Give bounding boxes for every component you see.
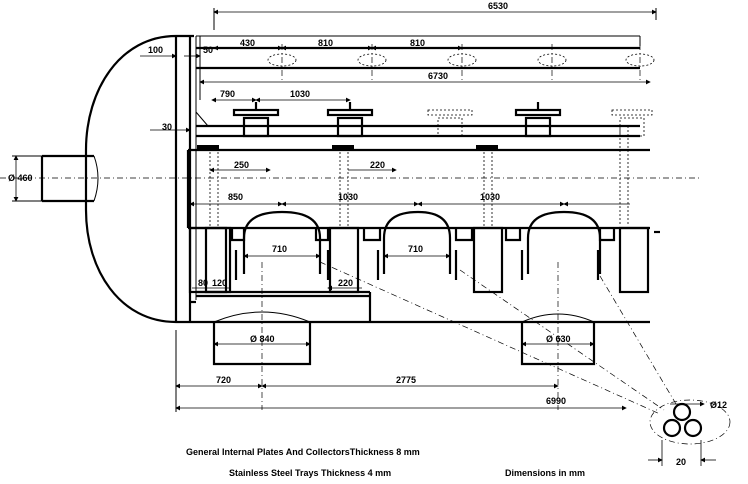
dim-810-b: 810 bbox=[410, 38, 425, 48]
dim-1030-a: 1030 bbox=[338, 192, 358, 202]
tray-dome-3 bbox=[526, 210, 602, 274]
header-pipe bbox=[195, 102, 653, 138]
dim-nozzle-460: Ø 460 bbox=[8, 173, 33, 183]
dim-6530: 6530 bbox=[488, 1, 508, 11]
detail-leaders bbox=[319, 261, 731, 445]
t-fitting-4 bbox=[514, 102, 562, 138]
t-fitting-1 bbox=[232, 102, 280, 138]
dim-nozzle-630: Ø 630 bbox=[546, 334, 571, 344]
dim-220-bottom: 220 bbox=[338, 278, 353, 288]
note-plates: General Internal Plates And CollectorsTh… bbox=[186, 447, 420, 457]
detail-ellipse bbox=[649, 399, 731, 445]
dished-head bbox=[84, 34, 177, 324]
t-fitting-3-dashed bbox=[427, 109, 473, 137]
trays bbox=[188, 210, 660, 322]
dim-50: 50 bbox=[203, 45, 213, 55]
vessel-shell bbox=[84, 34, 641, 324]
dim-80: 80 bbox=[198, 278, 208, 288]
note-units: Dimensions in mm bbox=[505, 468, 585, 478]
tray-dome-2 bbox=[382, 210, 452, 274]
drawing-notes: General Internal Plates And CollectorsTh… bbox=[186, 447, 585, 478]
tube-detail bbox=[648, 401, 716, 466]
dim-6990: 6990 bbox=[546, 396, 566, 406]
note-trays: Stainless Steel Trays Thickness 4 mm bbox=[229, 468, 391, 478]
tube-circle-top bbox=[672, 402, 692, 422]
top-dashed-nozzles bbox=[267, 44, 655, 80]
tray-dome-1 bbox=[242, 210, 322, 274]
dim-430: 430 bbox=[240, 38, 255, 48]
dimension-labels: 6530 100 50 430 810 810 6730 790 1030 30… bbox=[8, 1, 727, 467]
dim-710-a: 710 bbox=[272, 244, 287, 254]
dimension-lines bbox=[12, 8, 657, 412]
dim-6730: 6730 bbox=[428, 71, 448, 81]
shell-bottom bbox=[176, 262, 650, 410]
inlet-nozzle bbox=[40, 154, 99, 203]
dim-720: 720 bbox=[216, 375, 231, 385]
dim-220-top: 220 bbox=[370, 160, 385, 170]
dim-790: 790 bbox=[220, 89, 235, 99]
dim-250: 250 bbox=[234, 160, 249, 170]
dim-1030-top: 1030 bbox=[290, 89, 310, 99]
dim-100: 100 bbox=[148, 45, 163, 55]
dim-tube-dia: Ø12 bbox=[710, 400, 727, 410]
dim-120: 120 bbox=[212, 278, 227, 288]
dim-30: 30 bbox=[162, 122, 172, 132]
dim-2775: 2775 bbox=[396, 375, 416, 385]
tube-circle-left bbox=[662, 418, 682, 438]
dim-1030-b: 1030 bbox=[480, 192, 500, 202]
dim-tube-pitch: 20 bbox=[676, 457, 686, 467]
dim-nozzle-840: Ø 840 bbox=[250, 334, 275, 344]
t-fitting-2 bbox=[326, 102, 374, 138]
dim-850: 850 bbox=[228, 192, 243, 202]
tube-circle-right bbox=[683, 418, 703, 438]
t-fitting-5-dashed bbox=[611, 109, 653, 137]
dim-810-a: 810 bbox=[318, 38, 333, 48]
collector-plate bbox=[186, 126, 650, 230]
dim-710-b: 710 bbox=[408, 244, 423, 254]
